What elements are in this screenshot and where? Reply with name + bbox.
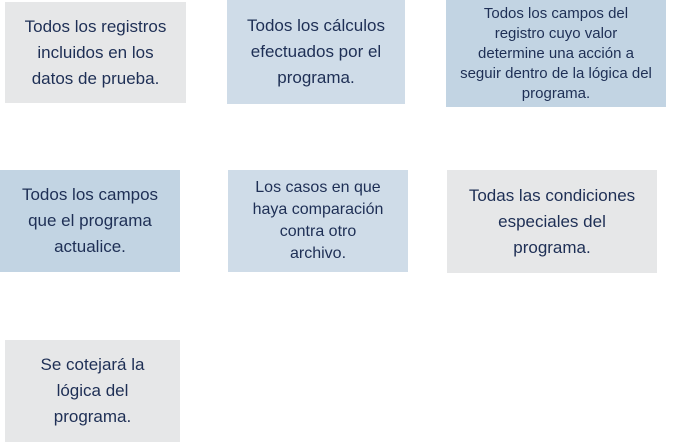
diagram-box-cotejara-logica: Se cotejará la lógica del programa. (5, 340, 180, 442)
diagram-box-label: Todos los registros incluidos en los dat… (24, 16, 167, 88)
diagram-box-condiciones-especiales: Todas las condiciones especiales del pro… (447, 170, 657, 273)
diagram-box-campos-registro-logica: Todos los campos del registro cuyo valor… (446, 0, 666, 107)
diagram-box-calculos-programa: Todos los cálculos efectuados por el pro… (227, 0, 405, 104)
diagram-box-comparacion-archivo: Los casos en que haya comparación contra… (228, 170, 408, 272)
diagram-box-registros-prueba: Todos los registros incluidos en los dat… (5, 2, 186, 103)
diagram-box-campos-actualice: Todos los campos que el programa actuali… (0, 170, 180, 272)
diagram-box-label: Todos los campos que el programa actuali… (21, 185, 159, 256)
diagram-box-label: Todos los campos del registro cuyo valor… (460, 4, 652, 102)
diagram-box-label: Los casos en que haya comparación contra… (252, 179, 384, 262)
diagram-box-label: Todas las condiciones especiales del pro… (468, 185, 636, 257)
diagram-box-label: Todos los cálculos efectuados por el pro… (247, 16, 385, 87)
diagram-box-label: Se cotejará la lógica del programa. (40, 355, 145, 426)
